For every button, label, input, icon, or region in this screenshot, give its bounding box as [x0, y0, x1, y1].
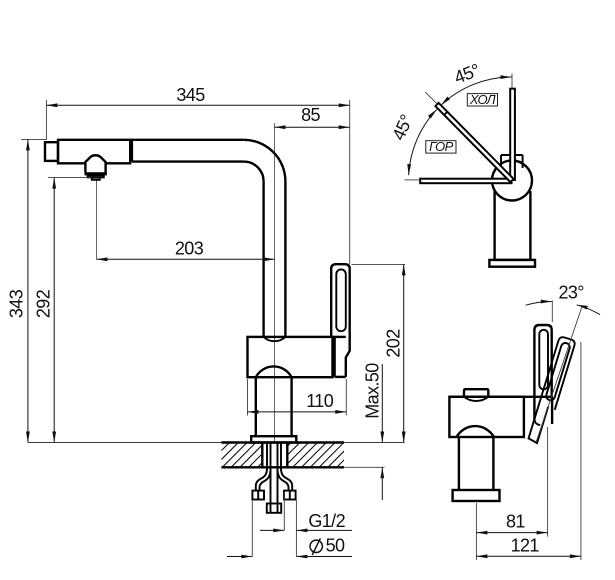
svg-text:345: 345 [176, 85, 205, 105]
svg-text:ГОР: ГОР [429, 139, 454, 154]
svg-text:292: 292 [34, 289, 54, 318]
svg-text:23°: 23° [558, 283, 584, 303]
svg-text:ХОЛ: ХОЛ [469, 92, 496, 107]
svg-text:50: 50 [326, 536, 345, 556]
svg-text:203: 203 [175, 239, 204, 259]
svg-text:110: 110 [306, 391, 333, 411]
svg-text:81: 81 [506, 512, 525, 532]
svg-text:85: 85 [301, 105, 320, 125]
svg-text:Max.50: Max.50 [363, 363, 383, 419]
svg-text:G1/2: G1/2 [308, 511, 345, 531]
svg-text:202: 202 [384, 329, 404, 358]
svg-text:121: 121 [511, 535, 540, 555]
svg-text:343: 343 [7, 289, 27, 318]
